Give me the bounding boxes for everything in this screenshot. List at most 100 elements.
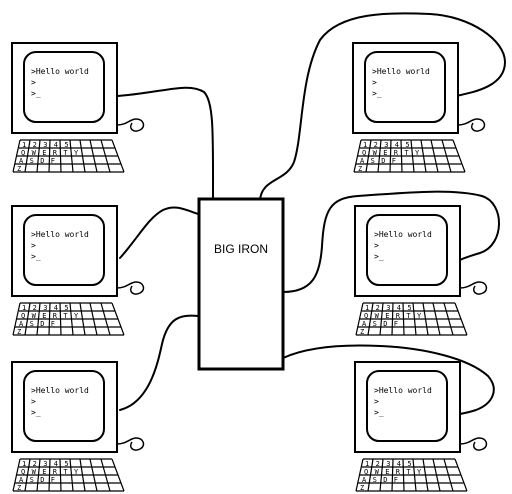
keyboard-key: A	[19, 320, 24, 328]
screen-line3: >_	[374, 252, 384, 261]
keyboard-key: T	[63, 149, 68, 157]
keyboard-key: 4	[397, 460, 401, 468]
keyboard-key: Y	[417, 312, 422, 320]
screen-line2: >	[31, 78, 36, 87]
terminal-screen: >Hello world>>_	[31, 230, 89, 261]
cable-left-middle	[119, 206, 199, 259]
keyboard-key: 2	[33, 304, 37, 312]
keyboard-key: 4	[54, 460, 58, 468]
keyboard-key: 4	[54, 141, 58, 149]
screen-line1: >Hello world	[31, 67, 89, 76]
screen-line3: >_	[31, 89, 41, 98]
keyboard-key: Z	[17, 328, 21, 336]
keyboard-key: D	[40, 476, 44, 484]
keyboard-key: F	[51, 157, 55, 165]
screen-line2: >	[31, 397, 36, 406]
keyboard-key: Y	[415, 149, 420, 157]
keyboard-key: 4	[54, 304, 58, 312]
keyboard-key: 3	[384, 141, 388, 149]
keyboard-key: S	[30, 476, 34, 484]
keyboard-key: E	[42, 468, 46, 476]
terminal-screen: >Hello world>>_	[31, 386, 89, 417]
keyboard-key: 2	[376, 460, 380, 468]
keyboard-key: 2	[376, 304, 380, 312]
keyboard-key: 1	[22, 460, 26, 468]
keyboard-key: D	[383, 320, 387, 328]
cables	[117, 12, 507, 415]
keyboard-key: Q	[21, 468, 25, 476]
keyboard-key: E	[383, 149, 387, 157]
keyboard-key: D	[381, 157, 385, 165]
keyboard-key: Z	[358, 165, 362, 173]
keyboard-key: 1	[22, 141, 26, 149]
mainframe-label: BIG IRON	[214, 242, 268, 256]
keyboard-key: A	[19, 476, 24, 484]
keyboard-key: R	[53, 468, 58, 476]
keyboard-key: T	[406, 312, 411, 320]
keyboard-key: 5	[64, 141, 68, 149]
keyboard-key: T	[406, 468, 411, 476]
keyboard-key: E	[385, 312, 389, 320]
screen-line3: >_	[31, 408, 41, 417]
terminal-screen: >Hello world>>_	[374, 386, 432, 417]
screen-line3: >_	[372, 89, 382, 98]
keyboard-key: Q	[21, 149, 25, 157]
screen-line2: >	[372, 78, 377, 87]
mainframe-box	[197, 197, 285, 371]
keyboard-key: A	[362, 320, 367, 328]
keyboard-key: 4	[397, 304, 401, 312]
keyboard-key: T	[404, 149, 409, 157]
keyboard-key: S	[30, 320, 34, 328]
keyboard-key: 5	[64, 460, 68, 468]
keyboard-key: 1	[22, 304, 26, 312]
keyboard-key: Y	[74, 312, 79, 320]
keyboard-key: Z	[17, 165, 21, 173]
keyboard-key: Z	[360, 328, 364, 336]
cable-right-middle	[282, 190, 500, 293]
keyboard-key: 1	[363, 141, 367, 149]
keyboard-key: 5	[407, 304, 411, 312]
keyboard-key: S	[371, 157, 375, 165]
screen-line1: >Hello world	[374, 230, 432, 239]
keyboard-key: D	[40, 157, 44, 165]
keyboard-key: 1	[365, 304, 369, 312]
keyboard-key: Y	[74, 149, 79, 157]
keyboard-key: W	[375, 312, 380, 320]
keyboard-key: F	[51, 476, 55, 484]
keyboard-key: R	[396, 468, 401, 476]
screen-line2: >	[374, 241, 379, 250]
keyboard-key: E	[385, 468, 389, 476]
keyboard-key: 3	[43, 304, 47, 312]
keyboard-key: W	[373, 149, 378, 157]
keyboard-key: 2	[33, 141, 37, 149]
keyboard-key: D	[383, 476, 387, 484]
cable-left-bottom	[119, 314, 199, 411]
keyboard-key: E	[42, 149, 46, 157]
keyboard-key: R	[394, 149, 399, 157]
screen-line1: >Hello world	[31, 230, 89, 239]
keyboard-key: R	[53, 312, 58, 320]
keyboard-key: Y	[417, 468, 422, 476]
keyboard-key: T	[63, 468, 68, 476]
keyboard-key: Z	[360, 484, 364, 492]
keyboard-key: F	[394, 476, 398, 484]
cable-right-bottom	[282, 344, 495, 415]
keyboard-key: S	[30, 157, 34, 165]
screen-line2: >	[374, 397, 379, 406]
keyboard-key: 1	[365, 460, 369, 468]
keyboard-key: D	[40, 320, 44, 328]
screen-line1: >Hello world	[374, 386, 432, 395]
screen-line2: >	[31, 241, 36, 250]
keyboard-key: 5	[64, 304, 68, 312]
keyboard-key: E	[42, 312, 46, 320]
mainframe: BIG IRON	[197, 197, 285, 371]
